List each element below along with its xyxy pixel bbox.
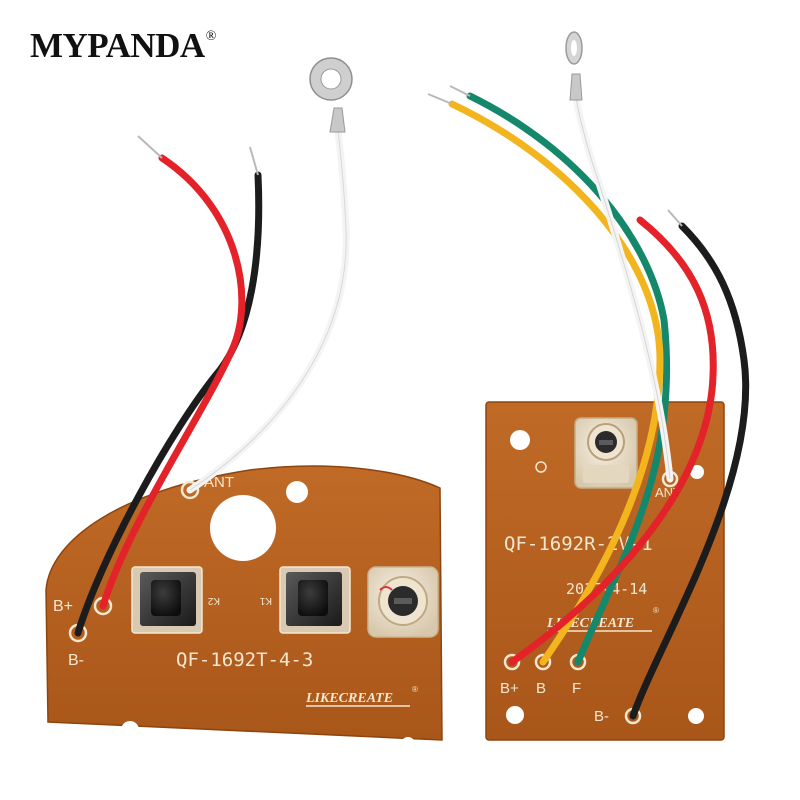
transmitter-board: ANT B+ B- K2 K1 QF-1692T-4-3 LIKECREATE xyxy=(45,465,443,751)
push-button-k1: K1 xyxy=(259,566,351,634)
transmitter-center-hole xyxy=(210,495,276,561)
svg-text:®: ® xyxy=(412,685,418,694)
transmitter-mount-hole xyxy=(401,737,415,751)
receiver-label-f: F xyxy=(572,680,581,697)
brand-name: MYPANDA xyxy=(30,26,205,65)
brand-logo: MYPANDA® xyxy=(30,28,216,63)
push-button-k2: K2 xyxy=(131,566,220,634)
receiver-mount-hole xyxy=(690,465,704,479)
receiver-label-bminus: B- xyxy=(594,708,609,725)
transmitter-wires xyxy=(74,57,353,637)
transmitter-model-label: QF-1692T-4-3 xyxy=(176,649,313,671)
receiver-mount-hole xyxy=(510,430,530,450)
svg-text:LIKECREATE: LIKECREATE xyxy=(305,691,393,706)
wire-red xyxy=(99,154,246,610)
receiver-mount-hole xyxy=(688,708,704,724)
likecreate-logo: LIKECREATE ® xyxy=(305,685,418,707)
tuning-coil xyxy=(367,566,439,638)
receiver-wire-black xyxy=(629,222,750,720)
label-k2: K2 xyxy=(207,595,220,606)
receiver-label-bplus: B+ xyxy=(500,680,519,697)
receiver-tuning-coil xyxy=(574,417,638,489)
label-bminus: B- xyxy=(68,652,84,669)
receiver-wires xyxy=(427,31,750,720)
ring-terminal xyxy=(309,57,353,133)
receiver-label-b: B xyxy=(536,680,546,697)
pad-ant xyxy=(180,480,200,500)
label-bplus: B+ xyxy=(53,598,73,615)
transmitter-mount-hole xyxy=(286,481,308,503)
receiver-board: ANT QF-1692R-2V-1 2017-4-14 LIKECREATE ®… xyxy=(485,401,725,741)
receiver-antenna-terminal xyxy=(565,31,583,101)
wire-white-antenna xyxy=(186,126,350,494)
transmitter-pcb xyxy=(45,465,443,741)
svg-text:®: ® xyxy=(653,606,659,615)
receiver-mount-hole xyxy=(535,461,547,473)
receiver-wire-red xyxy=(508,216,717,666)
receiver-pad-bplus xyxy=(503,653,521,671)
receiver-pad-b xyxy=(534,653,552,671)
receiver-wire-yellow xyxy=(448,100,664,666)
brand-registered-mark: ® xyxy=(205,29,217,44)
receiver-mount-hole xyxy=(506,706,524,724)
label-k1: K1 xyxy=(259,595,272,606)
transmitter-mount-hole xyxy=(121,721,139,739)
